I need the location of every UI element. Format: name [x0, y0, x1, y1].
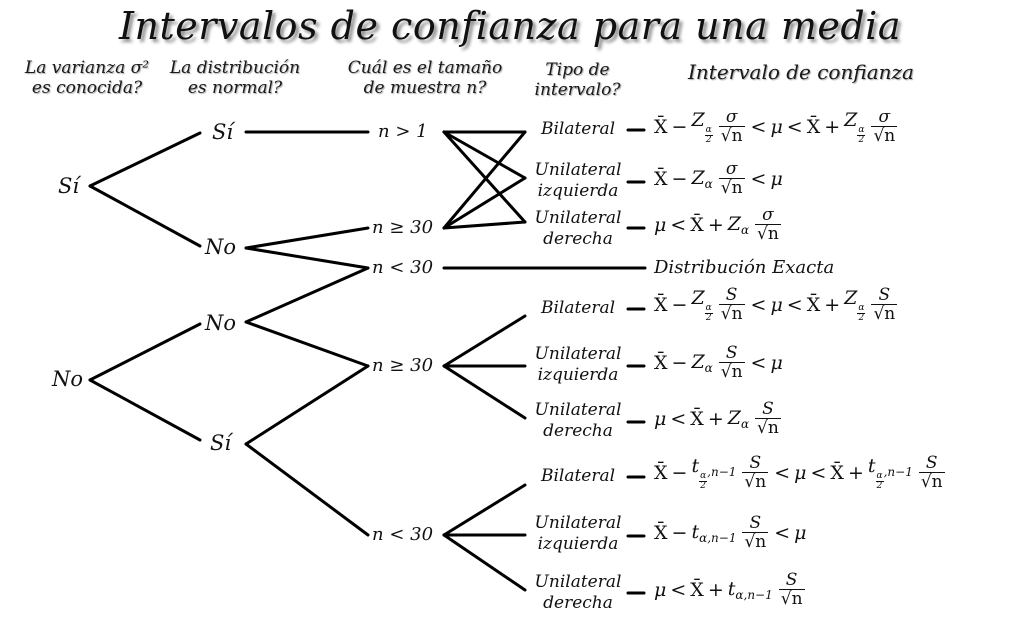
node-normal-no-1: No: [205, 235, 237, 259]
edge-ge30a-bil: [442, 130, 527, 230]
type-right-3-line1: Unilateral: [534, 572, 622, 592]
header-variance-line2: es conocida?: [31, 78, 143, 98]
edge-si-si: [88, 131, 202, 188]
node-normal-no-2: No: [205, 311, 237, 335]
header-normal-line1: La distribución: [169, 58, 301, 78]
header-confidence-interval: Intervalo de confianza: [688, 60, 914, 84]
page-title: Intervalos de confianza para una media: [119, 4, 901, 48]
edge-no-no: [88, 322, 202, 382]
size-gt1: n > 1: [378, 121, 428, 142]
type-right-2-line2: derecha: [543, 421, 613, 441]
header-interval-type-line1: Tipo de: [545, 60, 610, 80]
size-ge30-b: n ≥ 30: [372, 355, 434, 376]
edge-sino-ge30: [244, 226, 370, 250]
edge-lt30b-bil: [442, 483, 527, 537]
formula-t-right: μ< X̄+ tα,n−1 S√n: [654, 570, 805, 609]
type-left-2-line1: Unilateral: [534, 344, 622, 364]
edge-ge30b-bil: [442, 314, 527, 368]
type-bilateral-1: Bilateral: [540, 119, 616, 139]
type-right-3: Unilateral derecha: [528, 572, 628, 614]
type-left-3: Unilateral izquierda: [528, 513, 628, 555]
header-normal: La distribución es normal?: [160, 58, 310, 98]
header-normal-line2: es normal?: [187, 78, 283, 98]
header-variance: La varianza σ² es conocida?: [12, 58, 162, 98]
edge-nosi-lt30: [244, 442, 370, 537]
node-normal-yes-1: Sí: [212, 120, 234, 144]
formula-z-known-right: μ< X̄+ Zα σ√n: [654, 205, 781, 244]
edge-nosi-ge30: [244, 364, 370, 446]
type-right-1-line2: derecha: [543, 229, 613, 249]
formula-t-left: X̄− tα,n−1 S√n <μ: [654, 513, 807, 552]
type-left-3-line1: Unilateral: [534, 513, 622, 533]
size-lt30-b: n < 30: [372, 524, 434, 545]
type-left-1: Unilateral izquierda: [528, 160, 628, 202]
edge-no-si: [88, 378, 202, 442]
formula-z-known-left: X̄− Zα σ√n <μ: [654, 159, 783, 198]
edge-ge30b-der: [442, 364, 527, 420]
node-variance-known-no: No: [52, 367, 84, 391]
size-lt30-a: n < 30: [372, 257, 434, 278]
header-interval-type-line2: intervalo?: [534, 80, 621, 100]
type-right-1: Unilateral derecha: [528, 208, 628, 250]
type-bilateral-2: Bilateral: [540, 298, 616, 318]
formula-z-s-left: X̄− Zα S√n <μ: [654, 343, 783, 382]
type-left-1-line1: Unilateral: [534, 160, 622, 180]
header-interval-type: Tipo de intervalo?: [520, 60, 635, 100]
type-left-2: Unilateral izquierda: [528, 344, 628, 386]
edge-ge30a-der: [442, 220, 527, 230]
edge-si-no: [88, 184, 202, 248]
type-right-2-line1: Unilateral: [534, 400, 622, 420]
header-sample-size-line1: Cuál es el tamaño: [347, 58, 503, 78]
node-normal-yes-2: Sí: [210, 431, 232, 455]
type-right-1-line1: Unilateral: [534, 208, 622, 228]
type-left-2-line2: izquierda: [537, 365, 619, 385]
edge-ge30a-izq: [442, 176, 527, 230]
type-right-2: Unilateral derecha: [528, 400, 628, 442]
header-sample-size-line2: de muestra n?: [363, 78, 487, 98]
type-right-3-line2: derecha: [543, 593, 613, 613]
distribution-exact: Distribución Exacta: [654, 257, 835, 278]
node-variance-known-yes: Sí: [58, 174, 80, 198]
type-bilateral-3: Bilateral: [540, 466, 616, 486]
type-left-3-line2: izquierda: [537, 534, 619, 554]
header-variance-line1: La varianza σ²: [24, 58, 150, 78]
edge-gt1-der: [442, 130, 527, 224]
formula-z-s-right: μ< X̄+ Zα S√n: [654, 399, 781, 438]
edge-nono-lt30: [244, 266, 370, 324]
edge-sino-lt30: [244, 246, 370, 270]
edge-gt1-izq: [442, 130, 527, 180]
edge-lt30b-der: [442, 533, 527, 592]
type-left-1-line2: izquierda: [537, 181, 619, 201]
edge-nono-ge30: [244, 320, 370, 368]
size-ge30-a: n ≥ 30: [372, 217, 434, 238]
header-sample-size: Cuál es el tamaño de muestra n?: [335, 58, 515, 98]
